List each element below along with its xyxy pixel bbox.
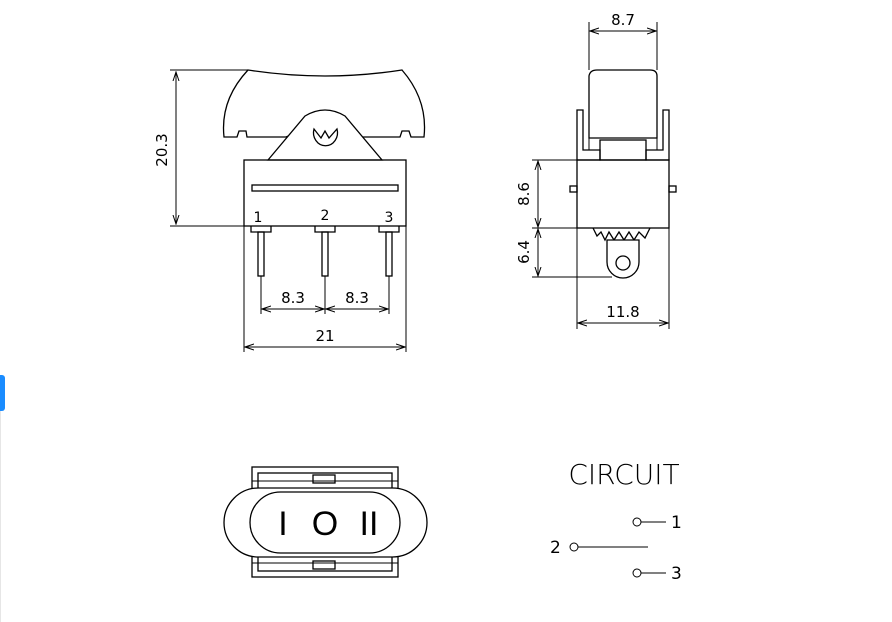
dim-pitch-left-label: 8.3: [281, 289, 305, 307]
side-nub-left: [569, 185, 578, 193]
pin-label-2: 2: [321, 208, 330, 224]
mount-tab: [606, 239, 640, 279]
terminal-2-node: [569, 542, 579, 552]
dim-lower-height-label: 6.4: [515, 240, 533, 264]
dim-body-height-label: 8.6: [515, 182, 533, 206]
latch-top: [312, 474, 336, 484]
front-view: 1 2 3 20.3 8.3 8.3 21: [153, 69, 426, 352]
rocker-cap: [222, 69, 426, 138]
terminal-3-node: [632, 568, 642, 578]
latch-bottom: [312, 560, 336, 570]
dim-base-width-label: 11.8: [606, 303, 639, 321]
actuator: [266, 109, 384, 161]
top-view: I O II: [223, 466, 428, 578]
position-mark-ii: II: [360, 505, 379, 543]
pivot-socket: [312, 127, 339, 147]
position-mark-o: O: [312, 505, 338, 543]
window-edge-line: [0, 411, 1, 622]
window-edge-accent: [0, 375, 5, 411]
neck: [599, 139, 647, 161]
teeth: [592, 227, 651, 242]
terminal-1-node: [632, 517, 642, 527]
circuit-title: CIRCUIT: [568, 458, 679, 491]
terminal-2: [314, 226, 336, 277]
mount-hole: [615, 255, 631, 271]
dim-width-label: 21: [315, 327, 334, 345]
circuit-terminal-3-label: 3: [671, 564, 682, 584]
position-mark-i: I: [278, 505, 287, 543]
side-view: 8.7 8.6 6.4 11.8: [515, 11, 677, 329]
housing-slot: [251, 184, 399, 192]
dim-pitch-right-label: 8.3: [345, 289, 369, 307]
dim-top-width-label: 8.7: [611, 11, 635, 29]
pin-label-3: 3: [385, 210, 394, 226]
circuit-terminal-2-label: 2: [550, 538, 561, 558]
circuit-terminal-1-label: 1: [671, 513, 682, 533]
terminal-3: [378, 226, 400, 277]
circuit-diagram: CIRCUIT 1 2 3: [550, 458, 682, 584]
dim-height-label: 20.3: [153, 133, 171, 166]
rocker-side: [588, 69, 658, 139]
side-nub-right: [668, 185, 677, 193]
housing: [243, 159, 407, 227]
rocker-face: [249, 491, 401, 554]
pin-label-1: 1: [254, 210, 263, 226]
side-body: [576, 159, 670, 229]
terminal-1: [250, 226, 272, 277]
